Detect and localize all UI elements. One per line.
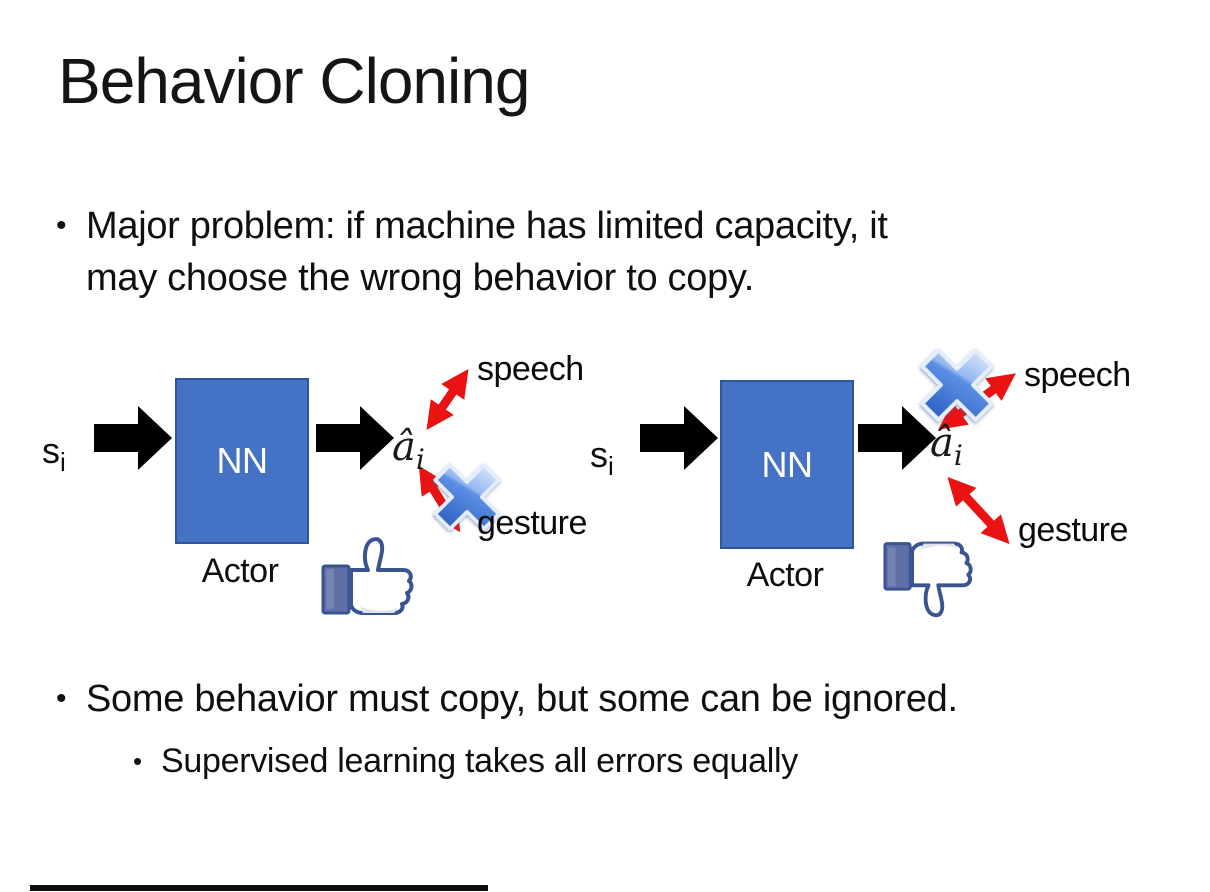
actor-caption-right: Actor: [746, 556, 824, 594]
bullet-marker: •: [56, 682, 67, 715]
nn-box-right: NN: [720, 380, 854, 549]
action-symbol: â: [930, 420, 954, 466]
gesture-label-left: gesture: [477, 504, 587, 542]
action-subscript: i: [953, 439, 963, 472]
slide-title: Behavior Cloning: [58, 45, 530, 117]
black-arrow-right-input: [640, 406, 718, 470]
speech-label-left: speech: [477, 350, 584, 388]
black-arrow-left-output: [316, 406, 394, 470]
cropped-content-edge: [30, 885, 488, 891]
action-symbol: â: [392, 424, 416, 470]
red-arrow-left-gesture: [418, 465, 461, 533]
speech-label-right: speech: [1024, 356, 1131, 394]
bullet-some-behavior: • Some behavior must copy, but some can …: [56, 673, 1156, 726]
state-subscript: i: [608, 451, 614, 482]
action-subscript: i: [415, 443, 425, 476]
nn-box-label: NN: [761, 443, 814, 485]
thumbs-up-icon: [321, 537, 414, 615]
action-label-left: âi: [392, 424, 425, 476]
state-label-left: si: [42, 430, 66, 478]
gesture-label-right: gesture: [1018, 511, 1128, 549]
sub-bullet-supervised: • Supervised learning takes all errors e…: [133, 738, 1133, 785]
red-arrow-left-speech: [426, 368, 469, 431]
state-subscript: i: [60, 447, 66, 478]
state-symbol: s: [590, 434, 608, 475]
bullet-major-problem: • Major problem: if machine has limited …: [56, 200, 1096, 305]
black-arrow-right-output: [858, 406, 936, 470]
red-arrow-right-gesture: [947, 476, 1010, 545]
actor-caption-left: Actor: [201, 552, 279, 590]
bullet-text: Major problem: if machine has limited ca…: [86, 205, 888, 300]
bullet-text: Some behavior must copy, but some can be…: [86, 678, 958, 720]
thumbs-down-icon: [883, 541, 973, 618]
state-label-right: si: [590, 434, 614, 482]
black-arrow-left-input: [94, 406, 172, 470]
bullet-marker: •: [56, 209, 67, 242]
bullet-marker: •: [133, 746, 143, 776]
nn-box-label: NN: [216, 440, 269, 481]
action-label-right: âi: [930, 420, 963, 472]
red-arrow-right-speech: [938, 373, 1016, 430]
bullet-text: Supervised learning takes all errors equ…: [161, 742, 798, 780]
state-symbol: s: [42, 430, 60, 471]
nn-box-left: NN: [175, 378, 309, 544]
